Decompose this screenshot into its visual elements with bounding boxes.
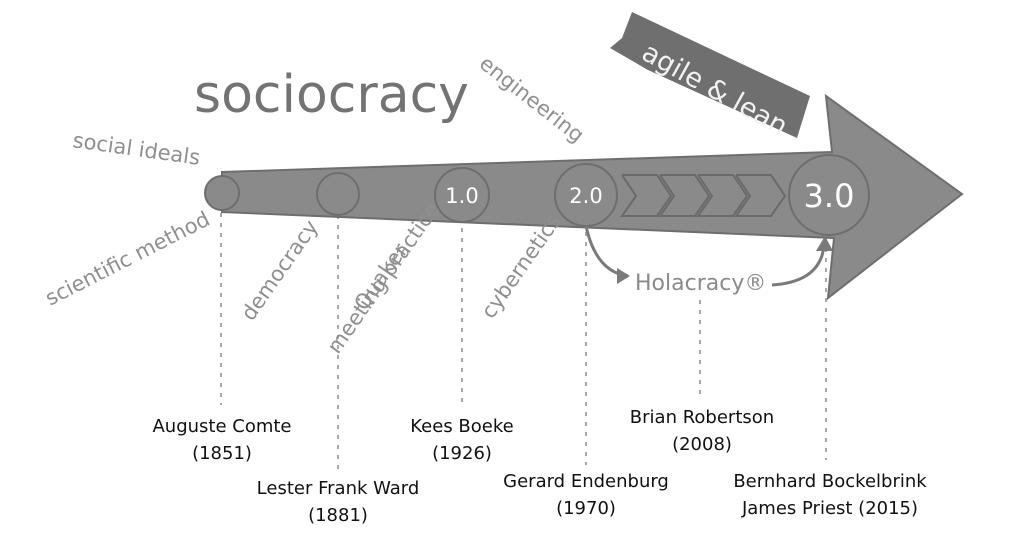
milestone-comte-circle (204, 175, 240, 211)
arrowhead-icon (617, 268, 630, 284)
chevron-icon (696, 174, 749, 217)
person-endenburg-name: Gerard Endenburg (503, 471, 669, 492)
version-2-0-label: 2.0 (569, 184, 602, 208)
version-3-0-label: 3.0 (804, 177, 855, 215)
person-endenburg-year: (1970) (556, 498, 616, 519)
holacracy-label: Holacracy® (635, 271, 766, 296)
person-ward-name: Lester Frank Ward (257, 478, 420, 499)
influence-scientific-method: scientific method (41, 207, 213, 311)
progression-chevrons (620, 174, 787, 217)
influence-quaker-line2: meeting practice (322, 198, 444, 358)
person-boeke-name: Kees Boeke (410, 416, 513, 437)
milestone-ward-circle (316, 172, 360, 216)
person-comte-year: (1851) (192, 443, 252, 464)
holacracy-branch-out-arrow (584, 225, 629, 278)
holacracy-branch-in-arrow (771, 245, 826, 287)
chevron-icon (658, 174, 711, 217)
arrowhead-icon (816, 236, 833, 251)
agile-lean-banner (610, 12, 810, 138)
person-robertson-year: (2008) (672, 434, 732, 455)
person-bockelbrink-name: Bernhard Bockelbrink (733, 471, 927, 492)
person-bockelbrink-year: James Priest (2015) (741, 498, 918, 519)
version-1-0-label: 1.0 (445, 184, 478, 208)
person-ward-year: (1881) (308, 505, 368, 526)
influence-democracy: democracy (236, 216, 323, 325)
person-robertson-name: Brian Robertson (630, 407, 774, 428)
chevron-icon (620, 174, 673, 217)
person-boeke-year: (1926) (432, 443, 492, 464)
chevron-icon (734, 174, 787, 217)
milestone-3-0-circle (788, 154, 870, 236)
milestone-1-0-circle (434, 167, 490, 223)
sociocracy-title: sociocracy (194, 65, 469, 125)
influence-cybernetics: cybernetics (476, 210, 565, 323)
person-comte-name: Auguste Comte (152, 416, 291, 437)
influence-engineering: engineering (475, 51, 589, 147)
influence-social-ideals: social ideals (71, 128, 201, 170)
